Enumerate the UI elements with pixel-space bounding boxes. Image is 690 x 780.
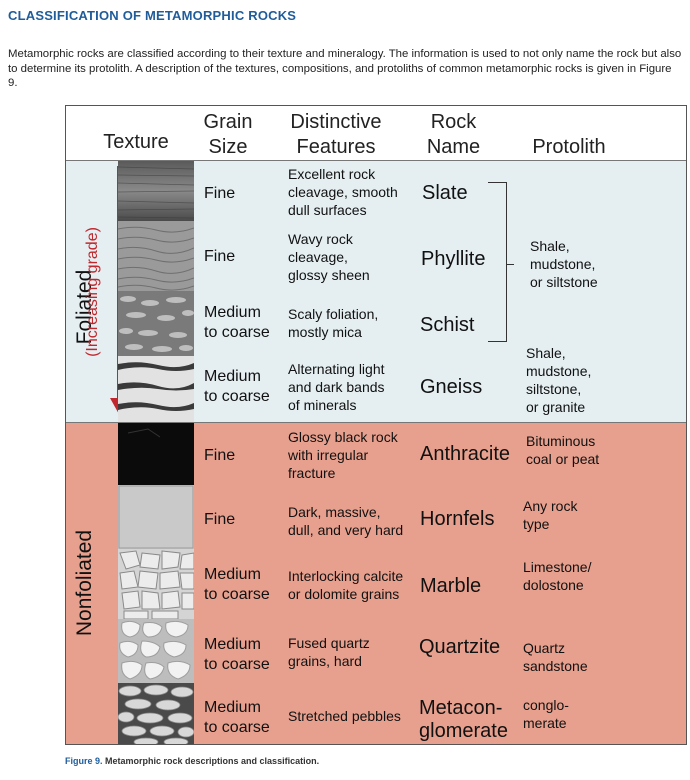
features-quartzite-1: Fused quartz bbox=[288, 635, 370, 651]
marble-texture-swatch bbox=[118, 549, 194, 619]
header-rockname-line1: Rock bbox=[430, 111, 477, 133]
rockname-phyllite: Phyllite bbox=[421, 248, 486, 270]
features-metaconglomerate-1: Stretched pebbles bbox=[288, 708, 401, 724]
protolith-anthracite-2: coal or peat bbox=[526, 451, 600, 467]
features-anthracite-2: with irregular bbox=[288, 447, 369, 463]
features-phyllite-1: Wavy rock bbox=[288, 231, 353, 247]
grain-metaconglomerate-2: to coarse bbox=[204, 719, 270, 736]
features-hornfels-1: Dark, massive, bbox=[288, 504, 381, 520]
metaconglomerate-texture-swatch bbox=[118, 683, 194, 744]
protolith-quartzite-1: Quartz bbox=[523, 640, 566, 656]
features-schist-2: mostly mica bbox=[288, 324, 362, 340]
protolith-gneiss-3: siltstone, bbox=[526, 381, 582, 397]
protolith-marble-2: dolostone bbox=[523, 577, 584, 593]
header-grain-line1: Grain bbox=[203, 111, 253, 133]
protolith-gneiss-2: mudstone, bbox=[526, 363, 592, 379]
header-grain-line2: Size bbox=[208, 136, 248, 158]
protolith-hornfels-1: Any rock bbox=[523, 498, 578, 514]
category-divider bbox=[66, 422, 686, 423]
header-features-line1: Distinctive bbox=[290, 111, 382, 133]
rockname-quartzite: Quartzite bbox=[419, 636, 501, 658]
protolith-bracket bbox=[488, 182, 507, 342]
protolith-shared-2: mudstone, bbox=[530, 256, 596, 272]
rockname-marble: Marble bbox=[420, 575, 482, 597]
grain-quartzite-1: Medium bbox=[204, 636, 261, 653]
protolith-quartzite-2: sandstone bbox=[523, 658, 588, 674]
features-quartzite-2: grains, hard bbox=[288, 653, 362, 669]
features-marble-1: Interlocking calcite bbox=[288, 568, 404, 584]
features-hornfels-2: dull, and very hard bbox=[288, 522, 404, 538]
figure-caption-text: Metamorphic rock descriptions and classi… bbox=[102, 756, 320, 766]
hornfels-texture-swatch bbox=[118, 485, 194, 549]
grain-hornfels: Fine bbox=[204, 511, 236, 528]
features-gneiss-2: and dark bands bbox=[288, 379, 385, 395]
features-slate-2: cleavage, smooth bbox=[288, 184, 398, 200]
intro-paragraph: Metamorphic rocks are classified accordi… bbox=[8, 48, 682, 89]
rockname-metaconglomerate-1: Metacon- bbox=[419, 697, 503, 719]
figure-caption-label: Figure 9. bbox=[65, 756, 103, 766]
slate-texture-swatch bbox=[118, 161, 194, 221]
features-schist-1: Scaly foliation, bbox=[288, 306, 379, 322]
classification-table: Texture Grain Size Distinctive Features … bbox=[65, 105, 687, 745]
protolith-gneiss-1: Shale, bbox=[526, 345, 566, 361]
protolith-marble-1: Limestone/ bbox=[523, 559, 592, 575]
rockname-gneiss: Gneiss bbox=[420, 376, 483, 398]
rockname-anthracite: Anthracite bbox=[420, 443, 511, 465]
rockname-schist: Schist bbox=[420, 314, 475, 336]
grain-metaconglomerate-1: Medium bbox=[204, 699, 261, 716]
figure-caption: Figure 9. Metamorphic rock descriptions … bbox=[65, 756, 319, 766]
header-protolith: Protolith bbox=[532, 136, 606, 158]
features-gneiss-1: Alternating light bbox=[288, 361, 385, 377]
rockname-metaconglomerate-2: glomerate bbox=[419, 720, 508, 742]
features-phyllite-3: glossy sheen bbox=[288, 267, 370, 283]
protolith-shared-3: or siltstone bbox=[530, 274, 598, 290]
grain-marble-1: Medium bbox=[204, 566, 261, 583]
grain-slate: Fine bbox=[204, 185, 236, 202]
page-title: CLASSIFICATION OF METAMORPHIC ROCKS bbox=[8, 8, 297, 23]
grain-gneiss-1: Medium bbox=[204, 368, 261, 385]
protolith-metaconglomerate-1: conglo- bbox=[523, 697, 569, 713]
protolith-bracket-tick bbox=[506, 264, 514, 265]
header-features-line2: Features bbox=[296, 136, 376, 158]
table-header: Texture Grain Size Distinctive Features … bbox=[66, 106, 686, 160]
grain-quartzite-2: to coarse bbox=[204, 656, 270, 673]
protolith-metaconglomerate-2: merate bbox=[523, 715, 567, 731]
quartzite-texture-swatch bbox=[118, 619, 194, 683]
rockname-slate: Slate bbox=[422, 182, 468, 204]
features-anthracite-3: fracture bbox=[288, 465, 336, 481]
grain-anthracite: Fine bbox=[204, 447, 236, 464]
grain-marble-2: to coarse bbox=[204, 586, 270, 603]
protolith-gneiss-4: or granite bbox=[526, 399, 586, 415]
category-nonfoliated: Nonfoliated bbox=[73, 529, 96, 637]
features-anthracite-1: Glossy black rock bbox=[288, 429, 398, 445]
grade-label: (Increasing grade) bbox=[84, 227, 101, 357]
features-phyllite-2: cleavage, bbox=[288, 249, 348, 265]
header-divider bbox=[66, 160, 686, 161]
gneiss-texture-swatch bbox=[118, 356, 194, 422]
grain-phyllite: Fine bbox=[204, 248, 236, 265]
grain-schist-2: to coarse bbox=[204, 324, 270, 341]
anthracite-texture-swatch bbox=[118, 423, 194, 485]
features-gneiss-3: of minerals bbox=[288, 397, 357, 413]
header-rockname-line2: Name bbox=[426, 136, 481, 158]
phyllite-texture-swatch bbox=[118, 221, 194, 291]
schist-texture-swatch bbox=[118, 291, 194, 356]
protolith-anthracite-1: Bituminous bbox=[526, 433, 596, 449]
protolith-shared-1: Shale, bbox=[530, 238, 570, 254]
rockname-hornfels: Hornfels bbox=[420, 508, 495, 530]
grain-schist-1: Medium bbox=[204, 304, 261, 321]
features-marble-2: or dolomite grains bbox=[288, 586, 400, 602]
header-texture: Texture bbox=[103, 131, 169, 153]
protolith-hornfels-2: type bbox=[523, 516, 550, 532]
features-slate-3: dull surfaces bbox=[288, 202, 367, 218]
features-slate-1: Excellent rock bbox=[288, 166, 376, 182]
grain-gneiss-2: to coarse bbox=[204, 388, 270, 405]
